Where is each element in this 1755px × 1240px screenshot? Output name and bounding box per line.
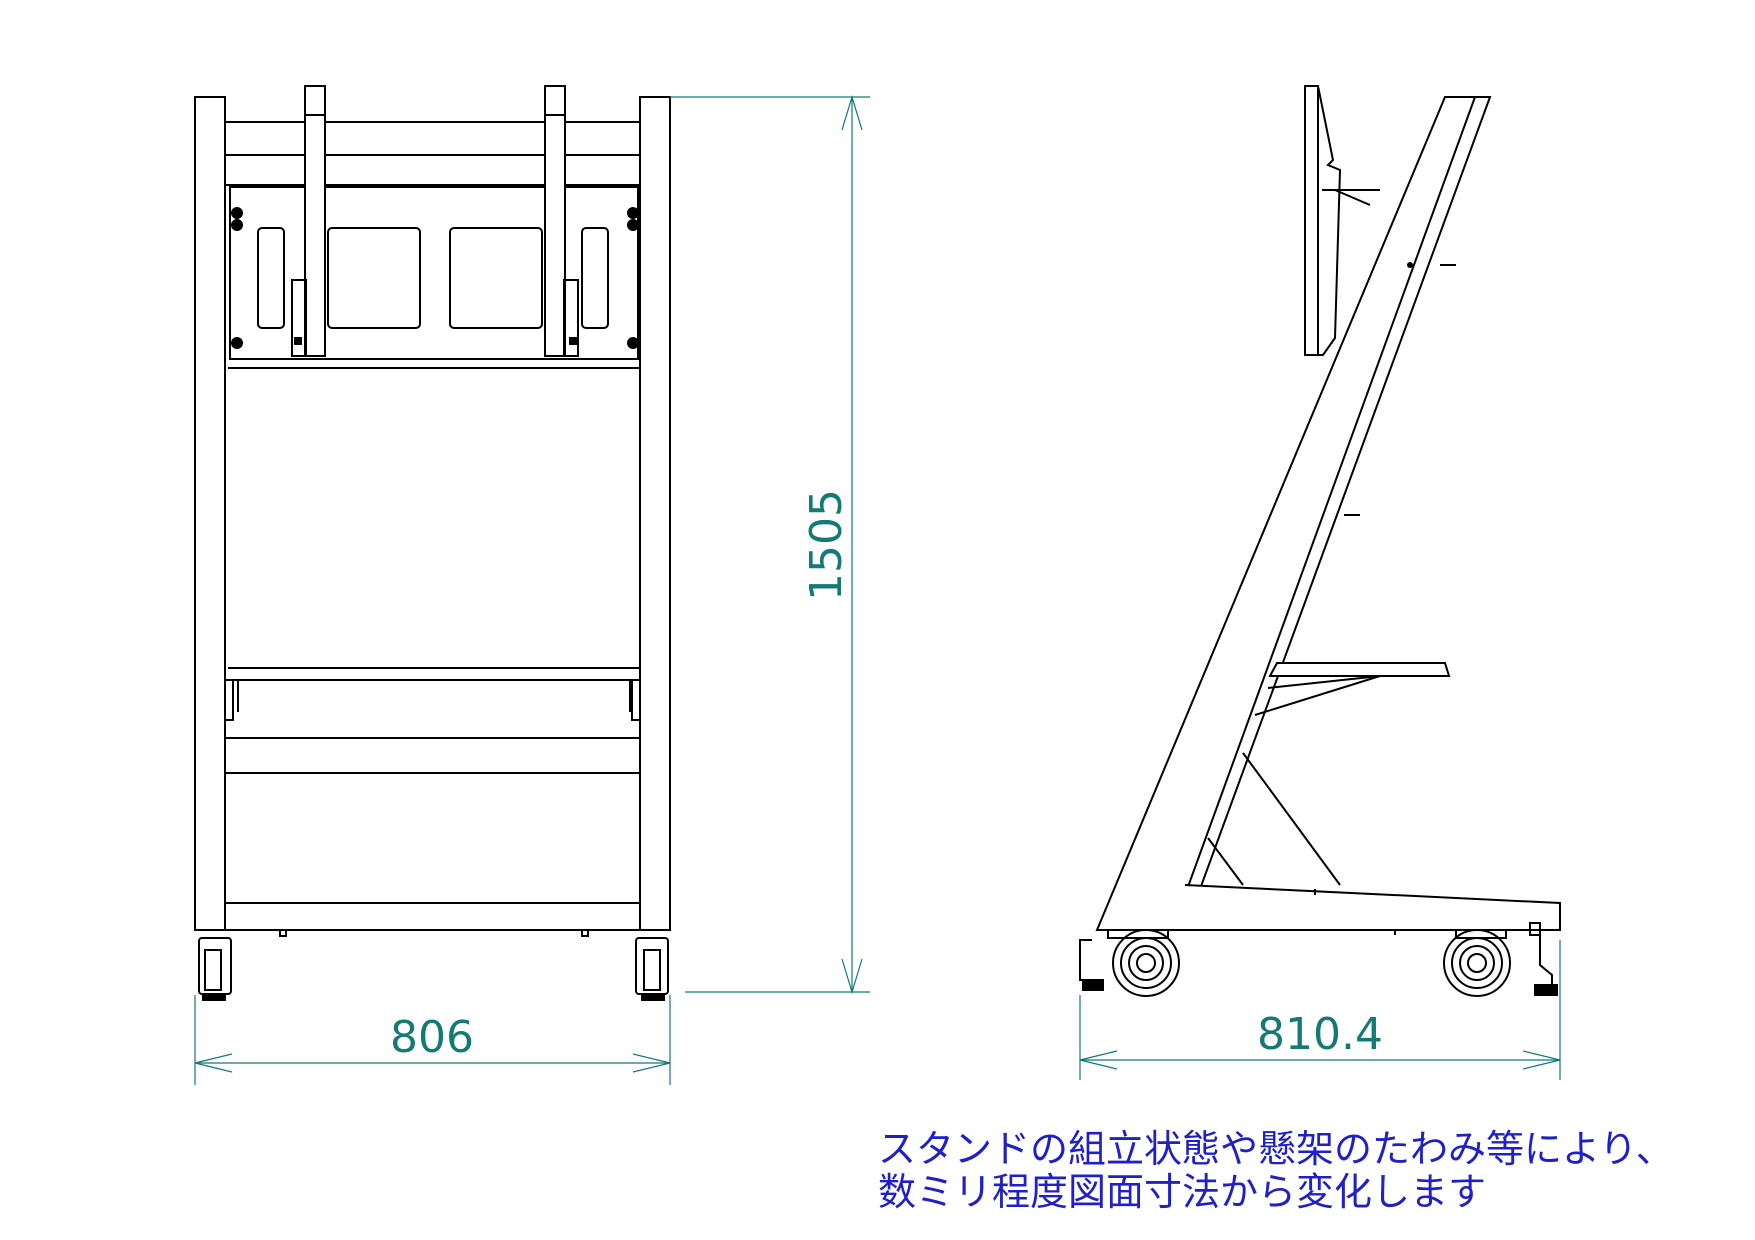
side-wheel-right — [1443, 929, 1511, 997]
side-shelf — [1268, 662, 1451, 677]
hanger-arm-left — [304, 85, 326, 357]
tolerance-note: スタンドの組立状態や懸架のたわみ等により、 数ミリ程度図面寸法から変化します — [878, 1128, 1738, 1214]
mount-plate — [229, 186, 639, 360]
depth-dimension-label: 810.4 — [1257, 1009, 1383, 1060]
tolerance-note-line-2: 数ミリ程度図面寸法から変化します — [878, 1170, 1487, 1214]
front-view — [194, 85, 671, 1001]
tolerance-note-line-1: スタンドの組立状態や懸架のたわみ等により、 — [878, 1127, 1674, 1171]
hanger-arm-right — [544, 85, 566, 357]
side-wheel-left — [1107, 929, 1180, 997]
front-right-post — [639, 96, 671, 931]
width-dimension-label: 806 — [390, 1012, 474, 1063]
front-caster-left — [198, 937, 232, 1001]
inclined-column — [1095, 96, 1492, 931]
front-caster-right — [635, 937, 669, 1001]
front-left-post — [194, 96, 226, 931]
display-profile — [1304, 85, 1342, 356]
side-foot-right — [1529, 922, 1558, 996]
dimension-lines — [194, 94, 1561, 1085]
side-foot-left — [1079, 939, 1104, 991]
height-dimension-label: 1505 — [801, 489, 852, 601]
side-base — [1097, 884, 1561, 931]
side-view — [1079, 85, 1561, 997]
